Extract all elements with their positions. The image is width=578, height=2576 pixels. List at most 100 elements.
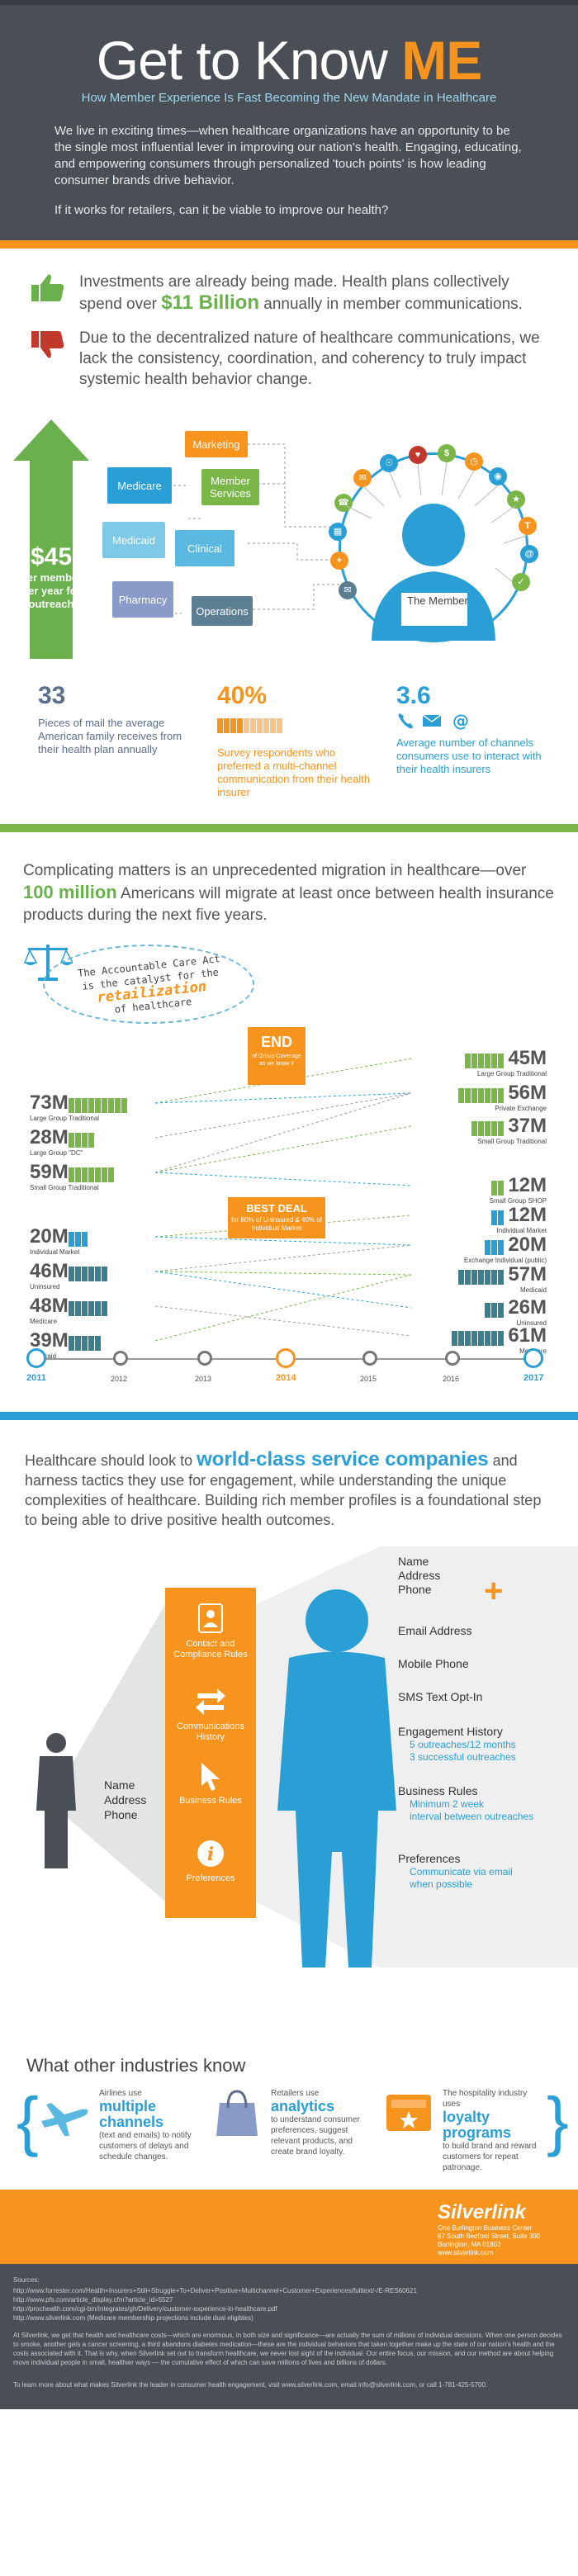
segment-label: Small Group Traditional	[477, 1138, 547, 1145]
timeline-tick	[524, 1348, 543, 1368]
dept-marketing: Marketing	[185, 431, 248, 457]
about-paragraph: At Silverlink, we get that health and he…	[13, 2332, 562, 2366]
people-figures-icon	[68, 1167, 115, 1182]
segment-value: 46M	[30, 1260, 69, 1282]
migration-line	[154, 1236, 412, 1246]
stat-channels-text: Average number of channels consumers use…	[396, 736, 542, 775]
people-figures-icon	[68, 1098, 128, 1113]
cursor-icon	[201, 1763, 220, 1791]
title-highlight: ME	[401, 30, 482, 91]
stat-channels: 3.6 @ Average number of channels consume…	[396, 682, 553, 799]
facts-section: Investments are already being made. Heal…	[0, 249, 578, 411]
migration-line	[154, 1092, 412, 1173]
timeline-tick	[445, 1351, 460, 1366]
channel-icons: @	[398, 712, 469, 730]
outreach-desc: per member per year for outreach	[20, 571, 83, 610]
svg-text:@: @	[452, 712, 469, 730]
segment-label: Large Group Traditional	[476, 1070, 547, 1077]
profile-engagement: Engagement History 5 outreaches/12 month…	[398, 1725, 516, 1763]
profile-panel	[165, 1588, 256, 1918]
timeline-year: 2017	[524, 1373, 544, 1383]
segment-label: Uninsured	[516, 1319, 547, 1327]
thumbs-up-icon	[31, 274, 64, 301]
people-figures-icon	[491, 1181, 505, 1196]
people-figures-icon	[491, 1210, 505, 1225]
source-link[interactable]: http://www.forrester.com/Health+Insurers…	[13, 2287, 417, 2294]
segment-value: 12M	[508, 1204, 547, 1226]
dept-medicaid: Medicaid	[102, 522, 165, 558]
people-figures-icon	[458, 1088, 505, 1103]
phone-icon: ☎	[334, 494, 353, 512]
timeline-tick	[362, 1351, 377, 1366]
migration-line	[154, 1172, 412, 1186]
loyalty-card-icon	[386, 2095, 431, 2131]
segment-value: 45M	[508, 1047, 547, 1069]
segment-value: 20M	[508, 1234, 547, 1256]
at-icon: @	[520, 545, 538, 563]
divider-blue	[0, 1412, 578, 1420]
company-address: One Burlington Business Center 67 South …	[438, 2224, 541, 2256]
profile-sms: SMS Text Opt-In	[398, 1690, 483, 1703]
migration-line	[154, 1271, 412, 1309]
segment-label: Medicaid	[519, 1286, 547, 1294]
brace-right: }	[547, 2084, 569, 2157]
dept-medicare: Medicare	[107, 467, 172, 504]
infographic: Get to Know ME How Member Experience Is …	[0, 0, 578, 2409]
fact-negative-text: Due to the decentralized nature of healt…	[79, 329, 540, 388]
migration-line	[154, 1092, 412, 1104]
panel-preferences: Preferences	[186, 1873, 235, 1883]
heart-icon: ♥	[409, 446, 427, 464]
source-link[interactable]: http://www.pfs.com/article_display.cfm?a…	[13, 2296, 173, 2304]
stat-mail: 33 Pieces of mail the average American f…	[38, 682, 195, 799]
migration-text: Complicating matters is an unprecedented…	[23, 862, 554, 924]
segment-label: Private Exchange	[495, 1105, 547, 1112]
spend-amount: $11 Billion	[161, 291, 260, 314]
source-link[interactable]: http://prochealth.com/cgi-bin/Integrates…	[13, 2305, 277, 2313]
segment-label: Large Group Traditional	[30, 1115, 100, 1122]
world-class-highlight: world-class service companies	[197, 1448, 489, 1470]
profile-fan	[36, 1546, 578, 1968]
brace-left: {	[17, 2084, 39, 2157]
panel-contact-rules: Contact and Compliance Rules	[173, 1639, 248, 1660]
fact-positive-text: Investments are already being made. Heal…	[79, 273, 523, 314]
dept-pharmacy: Pharmacy	[112, 581, 173, 618]
migration-chart: END of Group Coverage as we know it BEST…	[23, 1024, 555, 1383]
profile-email: Email Address	[398, 1624, 472, 1637]
intro-question: If it works for retailers, can it be via…	[54, 203, 389, 217]
dept-member-services: Member Services	[201, 469, 259, 505]
profile-mobile: Mobile Phone	[398, 1657, 469, 1670]
segment-label: Small Group Traditional	[30, 1184, 99, 1191]
right-segment: 61MMedicare	[452, 1326, 547, 1355]
timeline-year: 2012	[111, 1375, 128, 1383]
airlines-highlight: multiple channels	[99, 2098, 164, 2130]
segment-value: 20M	[30, 1225, 69, 1248]
migration-line	[154, 1215, 412, 1238]
mail-icon: ✉	[353, 469, 372, 487]
segment-value: 26M	[508, 1296, 547, 1319]
svg-text:i: i	[207, 1844, 214, 1865]
check-icon: ✓	[512, 573, 530, 591]
stat-survey-number: 40%	[217, 682, 374, 740]
segment-value: 37M	[508, 1115, 547, 1137]
retailers-highlight: analytics	[271, 2098, 335, 2114]
profile-name-address: Name Address Phone	[398, 1555, 441, 1596]
end-box: END of Group Coverage as we know it	[248, 1027, 306, 1085]
airplane-icon	[41, 2103, 88, 2136]
source-link[interactable]: http://www.silverlink.com (Medicare memb…	[13, 2314, 253, 2322]
timeline-year: 2011	[26, 1373, 46, 1383]
pill-icon: +	[330, 552, 348, 570]
stat-mail-number: 33	[38, 682, 66, 709]
member-profile: Contact and Compliance Rules Communicati…	[25, 1538, 578, 2034]
stat-survey-text: Survey respondents who preferred a multi…	[217, 746, 370, 798]
segment-value: 73M	[30, 1091, 69, 1114]
text-icon: T	[519, 517, 537, 535]
segment-label: Individual Market	[30, 1248, 80, 1256]
